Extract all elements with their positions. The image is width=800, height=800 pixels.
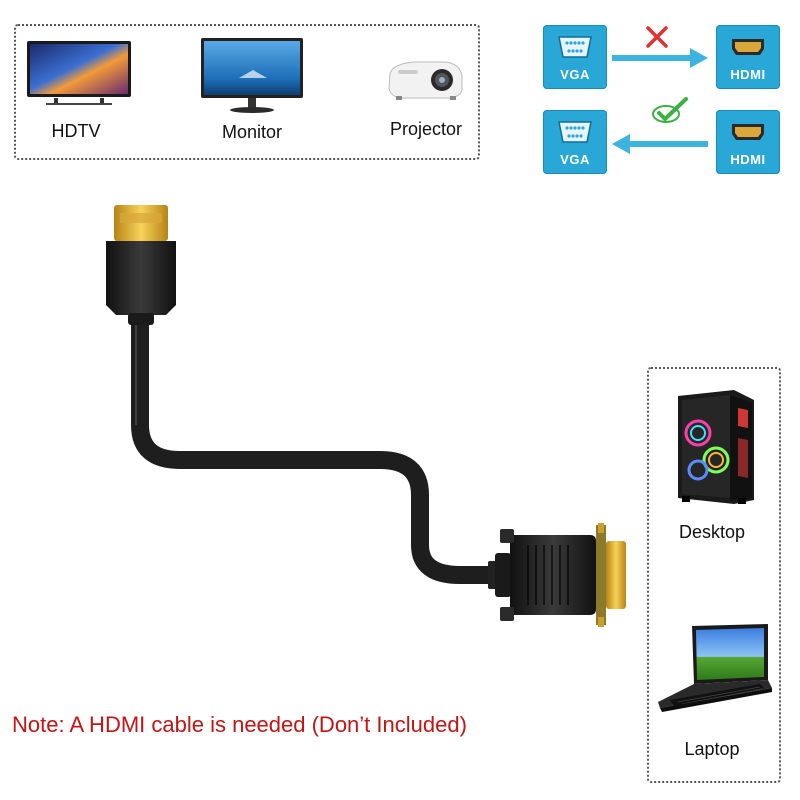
port-label-hdmi: HDMI (730, 67, 766, 82)
monitor-icon (201, 38, 303, 113)
cable-note: Note: A HDMI cable is needed (Don’t Incl… (12, 712, 467, 737)
hdmi-connector (106, 205, 176, 325)
laptop-icon (658, 624, 772, 712)
check-icon (652, 97, 688, 123)
vga-port-icon (558, 36, 592, 58)
hdtv-icon (27, 41, 131, 105)
port-label-vga: VGA (560, 67, 590, 82)
projector-icon (388, 61, 463, 100)
vga-port-tile: VGA (543, 25, 607, 89)
cross-icon (646, 26, 668, 48)
port-label-vga: VGA (560, 152, 590, 167)
port-label-hdmi: HDMI (730, 152, 766, 167)
hdmi-port-icon (732, 124, 764, 140)
vga-port-tile: VGA (543, 110, 607, 174)
desktop-pc-icon (678, 390, 754, 504)
vga-connector (488, 523, 626, 627)
hdmi-port-icon (732, 39, 764, 55)
hdmi-port-tile: HDMI (716, 25, 780, 89)
device-label-monitor: Monitor (221, 122, 283, 142)
hdmi-to-vga-cable (106, 205, 626, 627)
device-label-desktop: Desktop (678, 522, 746, 542)
arrow-left-icon (612, 134, 708, 154)
device-label-laptop: Laptop (684, 739, 740, 759)
hdmi-port-tile: HDMI (716, 110, 780, 174)
vga-port-icon (558, 121, 592, 143)
device-label-hdtv: HDTV (51, 121, 101, 141)
arrow-right-icon (612, 48, 708, 68)
device-label-projector: Projector (389, 119, 463, 139)
